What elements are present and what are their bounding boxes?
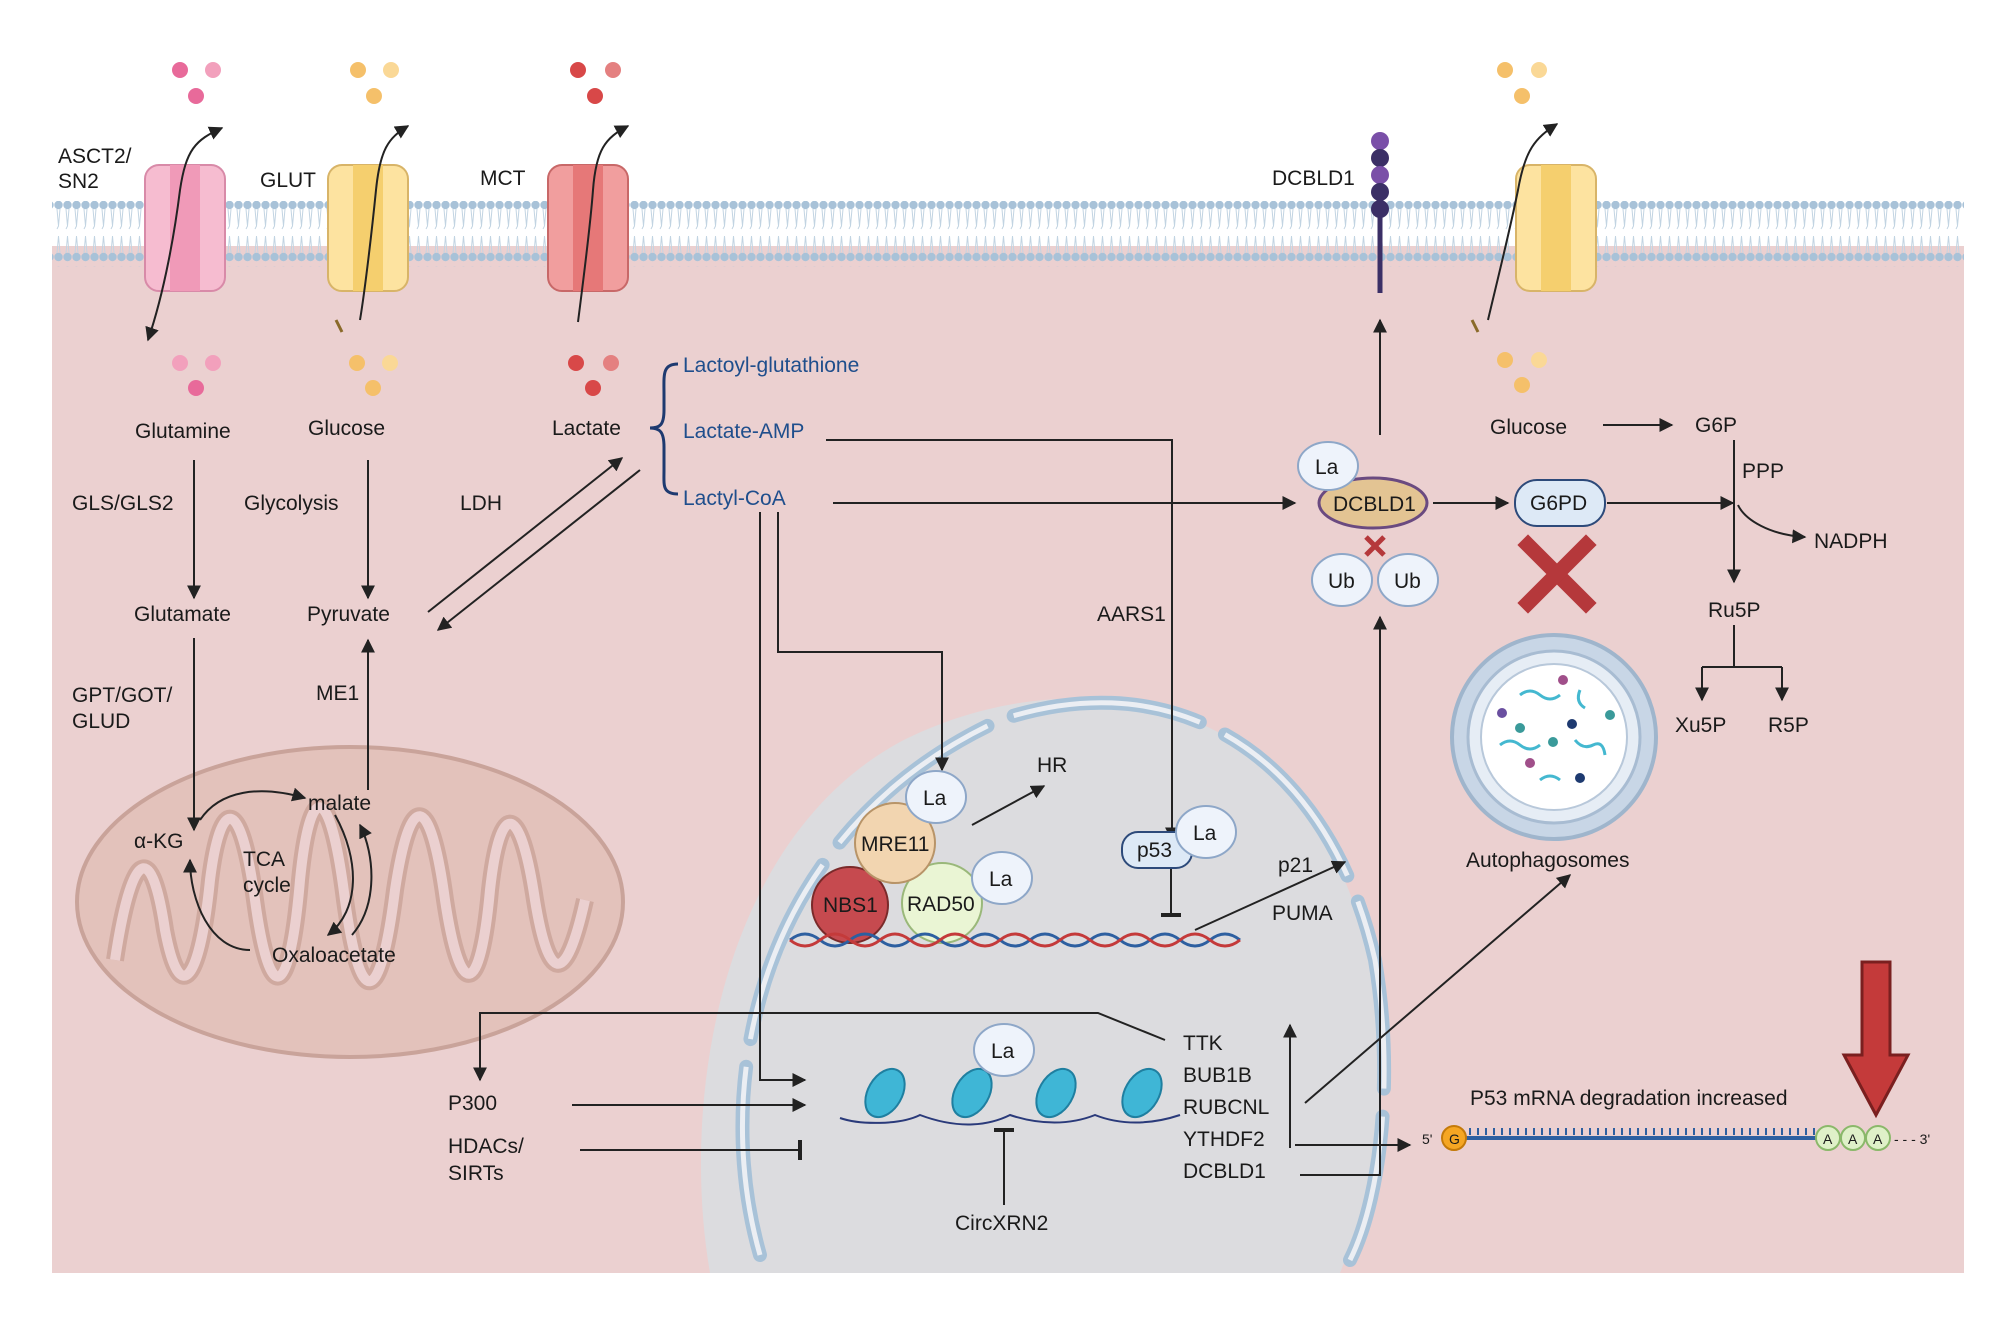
- inhibit-x-small: [1364, 535, 1386, 557]
- lactoyl-glutathione-label: Lactoyl-glutathione: [683, 354, 859, 377]
- gls-label: GLS/GLS2: [72, 492, 174, 515]
- la-bubble-histone: [973, 1023, 1035, 1077]
- glutamate-label: Glutamate: [134, 603, 231, 626]
- p53-text: p53: [1137, 839, 1172, 862]
- la-bubble-p53: [1175, 805, 1237, 859]
- glut-label: GLUT: [260, 169, 316, 192]
- g6p-label: G6P: [1695, 414, 1737, 437]
- decrease-arrow: [1841, 960, 1911, 1119]
- p300-label: P300: [448, 1092, 497, 1115]
- gene-bub1b: BUB1B: [1183, 1064, 1252, 1087]
- mre11-node: [854, 802, 936, 884]
- tca-label-2: cycle: [243, 874, 291, 897]
- lactate-amp-label: Lactate-AMP: [683, 420, 804, 443]
- puma-label: PUMA: [1272, 902, 1333, 925]
- glycolysis-label: Glycolysis: [244, 492, 339, 515]
- dna-helix: [789, 932, 1241, 948]
- autophagosomes-label: Autophagosomes: [1466, 849, 1629, 872]
- autophagosome: [1450, 633, 1658, 841]
- akg-label: α-KG: [134, 830, 183, 853]
- ub-bubble-2: [1377, 553, 1439, 607]
- oxaloacetate-label: Oxaloacetate: [272, 944, 396, 967]
- la-mre11-text: La: [923, 787, 947, 810]
- glucose-left-label: Glucose: [308, 417, 385, 440]
- mre11-text: MRE11: [861, 833, 929, 856]
- xu5p-label: Xu5P: [1675, 714, 1726, 737]
- gene-rubcnl: RUBCNL: [1183, 1096, 1269, 1119]
- mrna-3prime: - - - 3': [1894, 1131, 1930, 1147]
- circxrn2-label: CircXRN2: [955, 1212, 1048, 1235]
- mrna-cap: [1441, 1125, 1467, 1151]
- lactyl-coa-label: Lactyl-CoA: [683, 487, 786, 510]
- tca-label: TCA: [243, 848, 285, 871]
- gene-dcbld1: DCBLD1: [1183, 1160, 1266, 1183]
- ldh-label: LDH: [460, 492, 502, 515]
- inhibit-x-large: [1517, 534, 1597, 614]
- gpt-label-2: GLUD: [72, 710, 130, 733]
- la-histone-text: La: [991, 1040, 1015, 1063]
- dcbld1-node: [1317, 476, 1429, 530]
- rad50-text: RAD50: [907, 893, 975, 916]
- ppp-label: PPP: [1742, 460, 1784, 483]
- lactate-label: Lactate: [552, 417, 621, 440]
- g6pd-text: G6PD: [1530, 492, 1587, 515]
- glut-transporter-right: [1515, 164, 1597, 292]
- lactate-brace: [649, 362, 679, 496]
- polya-text-1: A: [1823, 1131, 1833, 1147]
- glucose-right-label: Glucose: [1490, 416, 1567, 439]
- mct-transporter: [547, 164, 629, 292]
- polya-3: [1865, 1125, 1891, 1151]
- glutamine-label: Glutamine: [135, 420, 231, 443]
- la-dcbld1-text: La: [1315, 456, 1339, 479]
- g6pd-node: [1514, 479, 1606, 527]
- la-bubble-mre11: [905, 770, 967, 824]
- glut-transporter: [327, 164, 409, 292]
- r5p-label: R5P: [1768, 714, 1809, 737]
- nadph-label: NADPH: [1814, 530, 1888, 553]
- molecule-dots: [172, 62, 1547, 396]
- aars1-label: AARS1: [1097, 603, 1166, 626]
- pyruvate-label: Pyruvate: [307, 603, 390, 626]
- me1-label: ME1: [316, 682, 359, 705]
- hdacs-label-2: SIRTs: [448, 1162, 504, 1185]
- hdacs-label: HDACs/: [448, 1135, 524, 1158]
- mrna-cap-text: G: [1449, 1131, 1460, 1147]
- ub-bubble-1: [1311, 553, 1373, 607]
- dcbld1-node-text: DCBLD1: [1333, 493, 1416, 516]
- hr-label: HR: [1037, 754, 1067, 777]
- ru5p-label: Ru5P: [1708, 599, 1761, 622]
- mrna-title: P53 mRNA degradation increased: [1470, 1087, 1788, 1110]
- polya-text-2: A: [1848, 1131, 1858, 1147]
- nbs1-text: NBS1: [823, 894, 878, 917]
- gene-ttk: TTK: [1183, 1032, 1223, 1055]
- gpt-label: GPT/GOT/: [72, 684, 173, 707]
- chromatin: [839, 1067, 1181, 1126]
- asct2-label: ASCT2/: [58, 145, 132, 168]
- nbs1-node: [811, 866, 889, 944]
- p21-label: p21: [1278, 854, 1313, 877]
- la-rad50-text: La: [989, 868, 1013, 891]
- ub-1-text: Ub: [1328, 570, 1355, 593]
- la-bubble-dcbld1: [1297, 441, 1359, 491]
- mrna-5prime: 5': [1422, 1131, 1432, 1147]
- ub-2-text: Ub: [1394, 570, 1421, 593]
- la-bubble-rad50: [971, 851, 1033, 905]
- p53-mrna: [1441, 1125, 1891, 1151]
- mct-label: MCT: [480, 167, 526, 190]
- polya-text-3: A: [1873, 1131, 1883, 1147]
- gene-ythdf2: YTHDF2: [1183, 1128, 1265, 1151]
- la-p53-text: La: [1193, 822, 1217, 845]
- malate-label: malate: [308, 792, 371, 815]
- dcbld1-receptor: [1371, 132, 1389, 293]
- dcbld1-receptor-label: DCBLD1: [1272, 167, 1355, 190]
- asct2-transporter: [144, 164, 226, 292]
- asct2-label-2: SN2: [58, 170, 99, 193]
